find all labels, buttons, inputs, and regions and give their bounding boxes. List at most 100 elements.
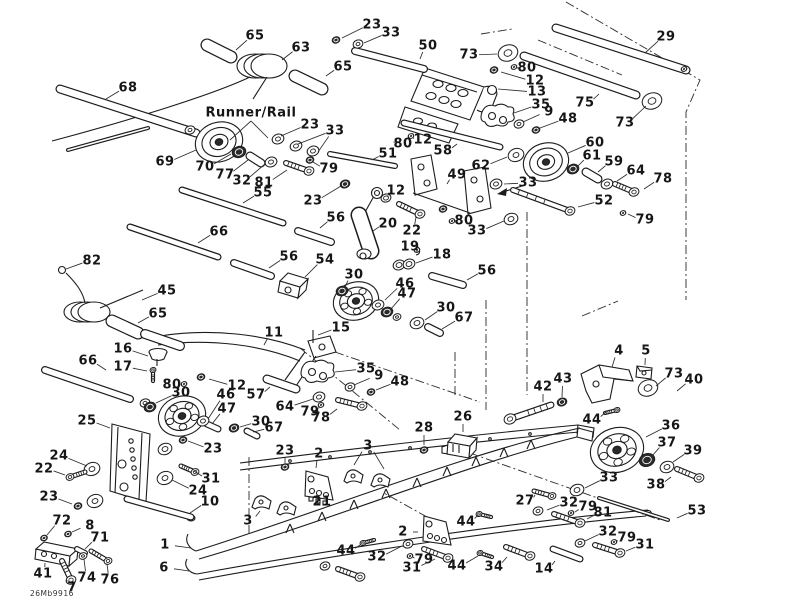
nut (566, 163, 580, 175)
leader-line (68, 457, 88, 467)
part-callout-27: 27 (515, 494, 534, 509)
leader-line (354, 544, 361, 549)
leader-line (644, 40, 659, 54)
part-callout-65: 65 (245, 29, 264, 44)
washer (409, 316, 425, 330)
leader-line (616, 173, 628, 182)
washer (507, 147, 525, 163)
part-callout-53: 53 (687, 504, 706, 519)
part-callout-33: 33 (325, 124, 344, 139)
nut (510, 64, 518, 70)
leader-line (83, 558, 86, 572)
part-callout-17: 17 (113, 360, 132, 375)
leader-line (441, 320, 456, 330)
nut (531, 126, 541, 134)
part-callout-48: 48 (390, 375, 409, 390)
part-callout-44: 44 (336, 544, 355, 559)
part-callout-29: 29 (656, 30, 675, 45)
leader-line (141, 292, 158, 301)
part-callout-75: 75 (575, 96, 594, 111)
washer (184, 125, 196, 135)
leader-line (173, 568, 190, 572)
tube-part (550, 546, 583, 562)
nut (638, 452, 656, 468)
leader-line (132, 367, 148, 372)
part-callout-60: 60 (585, 136, 604, 151)
part-callout-25: 25 (77, 414, 96, 429)
part-callout-62: 62 (471, 159, 490, 174)
leader-line (474, 514, 479, 519)
leader-line (500, 71, 526, 80)
leader-line (593, 93, 600, 100)
washer (392, 313, 402, 321)
bracket-41 (34, 541, 80, 568)
part-callout-65: 65 (333, 60, 352, 75)
part-callout-30: 30 (251, 415, 270, 430)
part-callout-9: 9 (374, 369, 384, 384)
tube-part (141, 330, 184, 350)
nut (40, 534, 48, 542)
leader-line (655, 377, 666, 387)
tube-part (598, 497, 669, 521)
washer (196, 415, 210, 427)
idler-wheel (157, 395, 207, 437)
nut (567, 510, 575, 516)
part-callout-12: 12 (386, 184, 405, 199)
bolt (602, 406, 621, 416)
leader-line (664, 476, 672, 483)
leader-line (371, 156, 379, 161)
leader-line (353, 377, 370, 386)
torsion-spring-45 (57, 265, 144, 323)
washer (637, 379, 659, 397)
nut (178, 436, 188, 444)
front-arm-weldment (397, 67, 515, 144)
part-callout-73: 73 (459, 48, 478, 63)
part-callout-41: 41 (33, 567, 52, 582)
part-callout-12: 12 (525, 74, 544, 89)
part-callout-28: 28 (414, 421, 433, 436)
bolt (510, 187, 576, 216)
tube-part (429, 273, 466, 288)
leader-line (155, 395, 172, 404)
leader-line (344, 280, 349, 288)
washer (574, 538, 586, 548)
part-callout-52: 52 (594, 194, 613, 209)
nut (619, 210, 627, 216)
washer (659, 460, 675, 474)
part-callout-16: 16 (113, 342, 132, 357)
leader-line (255, 510, 261, 517)
leader-line (187, 440, 204, 448)
bolt (335, 566, 366, 582)
nut (419, 446, 429, 454)
leader-line (676, 512, 688, 519)
leader-line (577, 202, 595, 208)
leader-line (567, 145, 586, 154)
tube-part (127, 224, 221, 260)
nut (305, 156, 315, 164)
washer (532, 506, 544, 516)
part-callout-32: 32 (367, 550, 386, 565)
leader-line (250, 120, 269, 139)
part-callout-80: 80 (393, 137, 412, 152)
nut (680, 66, 688, 72)
leader-line (229, 120, 252, 141)
leader-line (490, 156, 508, 165)
leader-line (676, 383, 686, 392)
leader-line (415, 251, 418, 253)
shock-absorber-20 (350, 186, 384, 260)
leader-line (584, 480, 600, 489)
leader-line (645, 428, 663, 438)
bolt (421, 546, 454, 563)
washer (83, 461, 101, 477)
rail-clip-3 (343, 469, 364, 484)
part-callout-15: 15 (331, 321, 350, 336)
spring-hook-82 (57, 265, 67, 275)
part-callout-37: 37 (657, 436, 676, 451)
part-callout-81: 81 (593, 506, 612, 521)
leader-line (513, 106, 532, 114)
leader-line (263, 338, 268, 346)
part-callout-47: 47 (397, 287, 416, 302)
tube-part (552, 24, 690, 74)
nut (448, 218, 456, 224)
nut (610, 539, 618, 545)
